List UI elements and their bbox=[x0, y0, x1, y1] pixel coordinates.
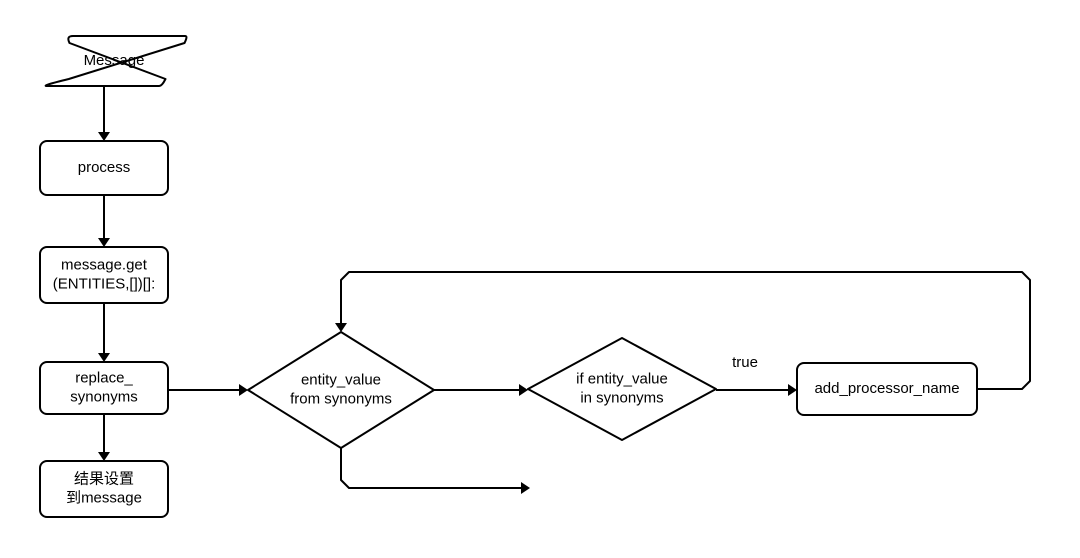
edge-process-to-message-get bbox=[98, 195, 110, 247]
node-shape-rect bbox=[796, 362, 978, 416]
edge-labels-layer: true bbox=[732, 354, 758, 371]
node-label-result-to-message: 结果设置 bbox=[74, 470, 134, 487]
node-message[interactable]: Message bbox=[44, 35, 188, 87]
arrow-head-icon bbox=[239, 384, 248, 396]
arrow-head-icon bbox=[98, 452, 110, 461]
node-label-entity-value-from-synonyms: from synonyms bbox=[290, 390, 392, 407]
node-shape-rect bbox=[39, 140, 169, 196]
node-replace-synonyms[interactable]: replace_ synonyms bbox=[39, 361, 169, 415]
edge-message-get-to-replace-synonyms bbox=[98, 303, 110, 362]
edge-message-to-process bbox=[98, 86, 110, 141]
arrow-head-icon bbox=[335, 323, 347, 332]
edge-decision1-bottom-exit bbox=[340, 448, 530, 494]
edge-decision1-to-decision2 bbox=[434, 384, 528, 396]
node-label-result-to-message: 到message bbox=[66, 489, 142, 506]
edge-label-decision2-true-to-add-processor-name: true bbox=[732, 354, 758, 371]
node-label-message-get: message.get bbox=[61, 256, 148, 273]
node-label-message-get: (ENTITIES,[])[]: bbox=[53, 275, 156, 292]
node-message-get[interactable]: message.get (ENTITIES,[])[]: bbox=[39, 246, 169, 304]
arrow-head-icon bbox=[519, 384, 528, 396]
node-shape-diamond bbox=[247, 331, 435, 449]
node-label-process: process bbox=[78, 159, 131, 176]
node-shape-rect bbox=[39, 361, 169, 415]
node-add-processor-name[interactable]: add_processor_name bbox=[796, 362, 978, 416]
edge-path bbox=[340, 271, 1031, 390]
edge-decision2-true-to-add-processor-name bbox=[716, 384, 797, 396]
node-shape-rect bbox=[39, 460, 169, 518]
arrow-head-icon bbox=[98, 132, 110, 141]
node-process[interactable]: process bbox=[39, 140, 169, 196]
edge-replace-synonyms-to-decision1 bbox=[168, 384, 248, 396]
node-label-replace-synonyms: replace_ bbox=[75, 369, 133, 386]
edge-add-processor-name-loop-back-to-decision1 bbox=[335, 271, 1031, 390]
arrow-head-icon bbox=[788, 384, 797, 396]
node-label-if-entity-value-in-synonyms: in synonyms bbox=[580, 389, 663, 406]
arrow-head-icon bbox=[98, 353, 110, 362]
arrow-head-icon bbox=[521, 482, 530, 494]
node-shape-rect bbox=[39, 246, 169, 304]
arrow-head-icon bbox=[98, 238, 110, 247]
node-label-add-processor-name: add_processor_name bbox=[814, 380, 959, 397]
edge-replace-synonyms-to-result bbox=[98, 414, 110, 461]
edge-path bbox=[340, 448, 526, 489]
node-label-replace-synonyms: synonyms bbox=[70, 388, 138, 405]
node-label-entity-value-from-synonyms: entity_value bbox=[301, 371, 381, 388]
node-label-message: Message bbox=[84, 52, 145, 69]
edges-layer bbox=[98, 86, 1031, 494]
node-shape-parallelogram bbox=[44, 35, 188, 87]
nodes-layer: Message process message.get (ENTITIES,[])[]… bbox=[39, 35, 978, 518]
node-label-if-entity-value-in-synonyms: if entity_value bbox=[576, 370, 668, 387]
node-shape-diamond bbox=[527, 337, 717, 441]
